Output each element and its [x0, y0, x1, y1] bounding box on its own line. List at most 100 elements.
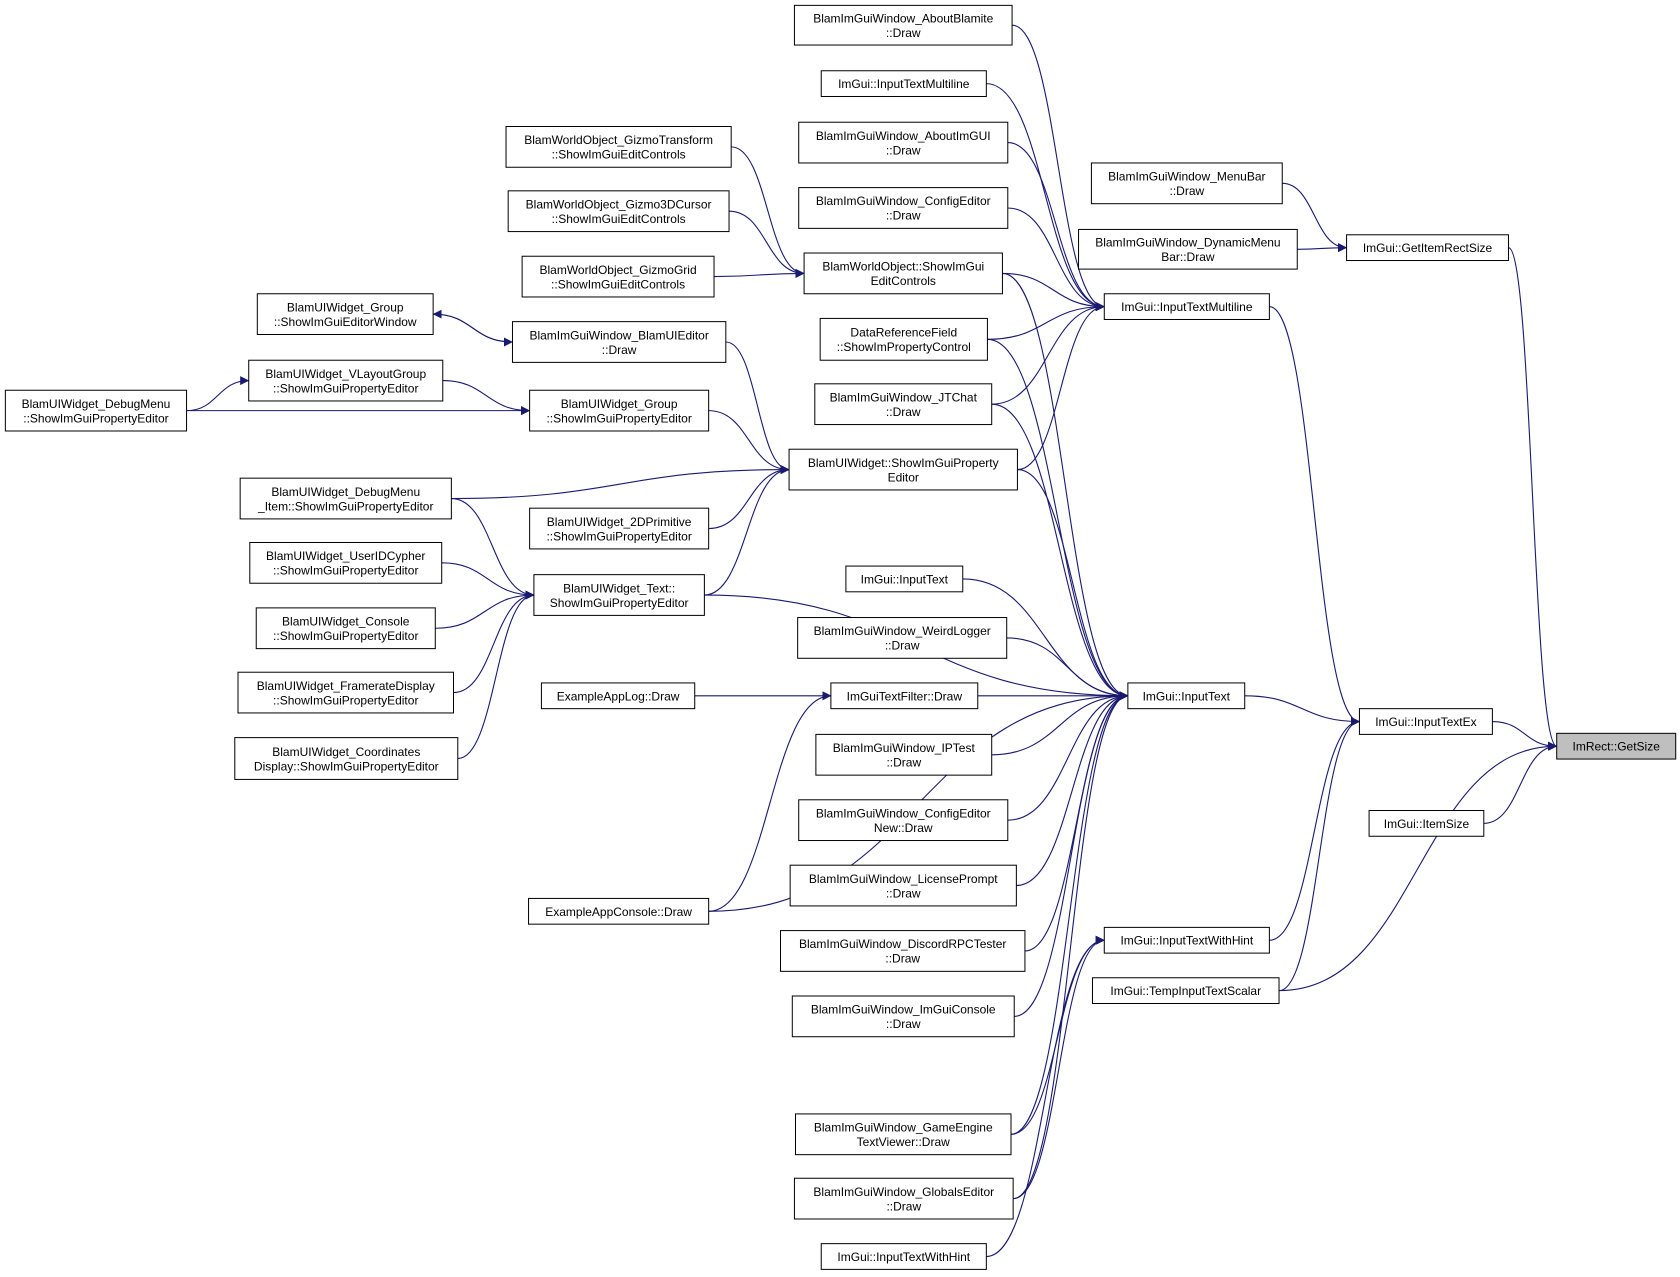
- node-label: ::ShowImGuiEditControls: [551, 277, 685, 291]
- node-it_small[interactable]: ImGui::InputText: [845, 565, 964, 593]
- node-menubar[interactable]: BlamImGuiWindow_MenuBar::Draw: [1090, 162, 1283, 205]
- node-label: ::ShowImGuiEditControls: [552, 212, 686, 226]
- edge-uiwidget-to-inputtextmultiline: [1017, 302, 1105, 471]
- node-uieditor[interactable]: BlamImGuiWindow_BlamUIEditor::Draw: [511, 321, 727, 363]
- node-label: TextViewer::Draw: [857, 1135, 950, 1149]
- node-label: ::Draw: [886, 1017, 921, 1031]
- node-label: BlamWorldObject::ShowImGui: [822, 260, 984, 274]
- node-itm_small[interactable]: ImGui::InputTextMultiline: [820, 70, 987, 97]
- node-getsize[interactable]: ImRect::GetSize: [1556, 732, 1677, 760]
- edge-weirdlogger-to-inputtext: [1006, 637, 1129, 701]
- edge-dataref-to-inputtextmultiline: [987, 302, 1105, 340]
- node-prim2d[interactable]: BlamUIWidget_2DPrimitive::ShowImGuiPrope…: [529, 507, 710, 550]
- node-label: ::ShowImGuiPropertyEditor: [546, 529, 691, 543]
- node-label: ImGui::InputTextWithHint: [837, 1250, 970, 1264]
- node-label: ::Draw: [886, 1199, 921, 1213]
- node-box: [803, 252, 1003, 295]
- node-label: ::Draw: [602, 343, 637, 357]
- node-vlayout[interactable]: BlamUIWidget_VLayoutGroup::ShowImGuiProp…: [248, 359, 444, 402]
- node-label: ImGui::InputTextWithHint: [1120, 934, 1253, 948]
- edge-debugmenuitem-to-uiwidget: [451, 465, 790, 500]
- node-useridcypher[interactable]: BlamUIWidget_UserIDCypher::ShowImGuiProp…: [249, 541, 443, 584]
- node-coords[interactable]: BlamUIWidget_CoordinatesDisplay::ShowImG…: [234, 737, 459, 780]
- node-box: [779, 930, 1026, 972]
- node-text[interactable]: BlamUIWidget_Text::ShowImGuiPropertyEdit…: [533, 574, 705, 616]
- node-gizmogrid[interactable]: BlamWorldObject_GizmoGrid::ShowImGuiEdit…: [521, 255, 715, 298]
- node-uiwidget[interactable]: BlamUIWidget::ShowImGuiPropertyEditor: [788, 448, 1018, 491]
- node-label: BlamUIWidget::ShowImGuiProperty: [808, 456, 999, 470]
- node-imguiconsole[interactable]: BlamImGuiWindow_ImGuiConsole::Draw: [791, 995, 1015, 1038]
- node-box: [789, 864, 1017, 907]
- edge-exappconsole-to-textfilter: [708, 691, 832, 912]
- node-box: [529, 507, 710, 550]
- node-label: BlamImGuiWindow_GameEngine: [814, 1121, 993, 1135]
- edge-inputtextmultiline-to-inputtextex: [1269, 306, 1360, 726]
- node-groupwin[interactable]: BlamUIWidget_Group::ShowImGuiEditorWindo…: [256, 293, 434, 335]
- node-globalseditor[interactable]: BlamImGuiWindow_GlobalsEditor::Draw: [793, 1177, 1014, 1220]
- node-label: ImGui::ItemSize: [1384, 817, 1470, 831]
- node-debugmenuitem[interactable]: BlamUIWidget_DebugMenu_Item::ShowImGuiPr…: [239, 477, 452, 520]
- node-inputtextmultiline[interactable]: ImGui::InputTextMultiline: [1103, 293, 1270, 320]
- node-label: BlamImGuiWindow_JTChat: [830, 390, 978, 404]
- edge-groupwin-to-uieditor: [433, 313, 513, 347]
- node-box: [255, 607, 436, 650]
- node-label: ::Draw: [886, 26, 921, 40]
- edge-aboutimgui-to-inputtextmultiline: [1007, 142, 1105, 312]
- node-label: ::Draw: [1169, 184, 1204, 198]
- edge-framerate-to-text: [453, 590, 535, 694]
- node-dataref[interactable]: DataReferenceField::ShowImPropertyContro…: [819, 317, 988, 361]
- node-label: BlamImGuiWindow_AboutImGUI: [816, 129, 991, 143]
- node-exapplog[interactable]: ExampleAppLog::Draw: [540, 682, 696, 710]
- node-inputtextwithhint_r[interactable]: ImGui::InputTextWithHint: [1103, 926, 1270, 954]
- node-group[interactable]: BlamUIWidget_Group::ShowImGuiPropertyEdi…: [529, 389, 710, 432]
- node-box: [791, 995, 1015, 1038]
- node-label: ::Draw: [885, 639, 920, 653]
- node-configeditor[interactable]: BlamImGuiWindow_ConfigEditor::Draw: [798, 187, 1009, 229]
- node-inputtextex[interactable]: ImGui::InputTextEx: [1358, 708, 1493, 735]
- node-tempinputtextscalar[interactable]: ImGui::TempInputTextScalar: [1091, 977, 1280, 1004]
- node-box: [814, 383, 993, 426]
- node-box: [1368, 810, 1485, 837]
- node-gizmo3d[interactable]: BlamWorldObject_Gizmo3DCursor::ShowImGui…: [507, 190, 730, 233]
- node-discordrpc[interactable]: BlamImGuiWindow_DiscordRPCTester::Draw: [779, 930, 1026, 972]
- node-box: [249, 541, 443, 584]
- node-iptest[interactable]: BlamImGuiWindow_IPTest::Draw: [815, 733, 993, 776]
- node-weirdlogger[interactable]: BlamImGuiWindow_WeirdLogger::Draw: [797, 617, 1008, 659]
- node-jtchat[interactable]: BlamImGuiWindow_JTChat::Draw: [814, 383, 993, 426]
- node-textfilter[interactable]: ImGuiTextFilter::Draw: [830, 682, 979, 710]
- node-box: [820, 70, 987, 97]
- node-box: [845, 565, 964, 593]
- node-box: [540, 682, 696, 710]
- node-box: [820, 1243, 987, 1270]
- node-box: [528, 897, 710, 925]
- node-inputtext[interactable]: ImGui::InputText: [1127, 682, 1246, 710]
- node-box: [1103, 293, 1270, 320]
- node-itemsize[interactable]: ImGui::ItemSize: [1368, 810, 1485, 837]
- node-label: ImGuiTextFilter::Draw: [847, 689, 963, 703]
- node-gizmotransform[interactable]: BlamWorldObject_GizmoTransform::ShowImGu…: [505, 126, 732, 168]
- node-box: [1346, 234, 1509, 262]
- node-box: [1091, 977, 1280, 1004]
- node-framerate[interactable]: BlamUIWidget_FramerateDisplay::ShowImGui…: [237, 671, 455, 714]
- node-debugmenu[interactable]: BlamUIWidget_DebugMenu::ShowImGuiPropert…: [4, 389, 188, 432]
- node-box: [1556, 732, 1677, 760]
- node-licenseprompt[interactable]: BlamImGuiWindow_LicensePrompt::Draw: [789, 864, 1017, 907]
- node-console[interactable]: BlamUIWidget_Console::ShowImGuiPropertyE…: [255, 607, 436, 650]
- node-box: [793, 4, 1013, 46]
- node-label: BlamUIWidget_Text::: [563, 581, 675, 595]
- node-worldobj[interactable]: BlamWorldObject::ShowImGuiEditControls: [803, 252, 1003, 295]
- node-gameenginetext[interactable]: BlamImGuiWindow_GameEngineTextViewer::Dr…: [795, 1113, 1012, 1156]
- node-aboutimgui[interactable]: BlamImGuiWindow_AboutImGUI::Draw: [798, 121, 1009, 164]
- node-box: [830, 682, 979, 710]
- node-getitemrectsize[interactable]: ImGui::GetItemRectSize: [1346, 234, 1509, 262]
- node-label: BlamImGuiWindow_ImGuiConsole: [811, 1003, 996, 1017]
- node-exappconsole[interactable]: ExampleAppConsole::Draw: [528, 897, 710, 925]
- node-label: BlamUIWidget_FramerateDisplay: [257, 679, 435, 693]
- node-aboutblamite[interactable]: BlamImGuiWindow_AboutBlamite::Draw: [793, 4, 1013, 46]
- node-itwh_small[interactable]: ImGui::InputTextWithHint: [820, 1243, 987, 1270]
- node-label: ::Draw: [886, 405, 921, 419]
- node-box: [1358, 708, 1493, 735]
- node-box: [505, 126, 732, 168]
